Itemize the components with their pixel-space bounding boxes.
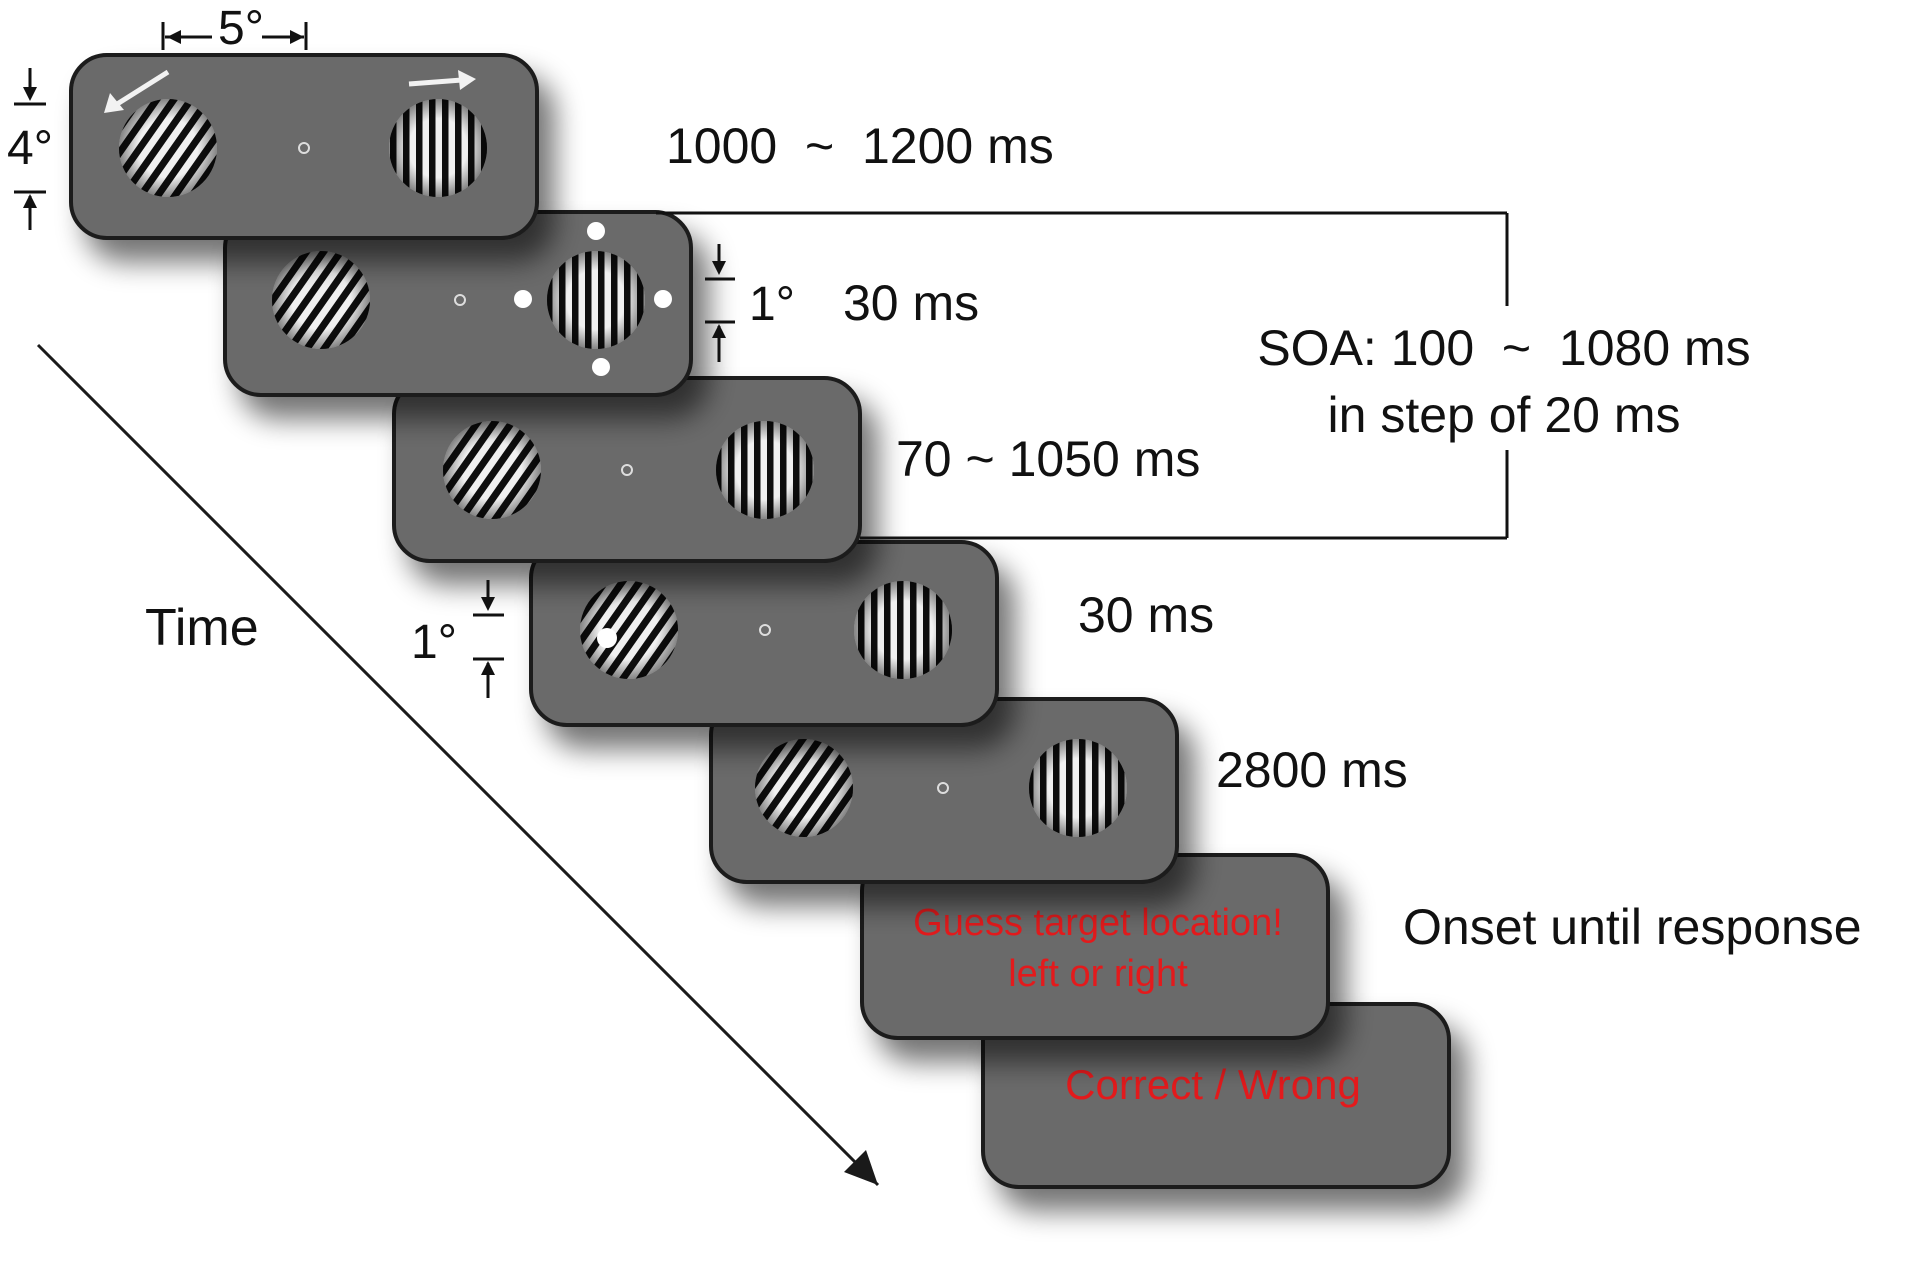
prompt-line1: Guess target location! [913, 902, 1283, 944]
duration-frame-2: 30 ms [843, 275, 979, 331]
frame-4 [529, 540, 999, 727]
frame-response-prompt: Guess target location! left or right [860, 853, 1330, 1040]
duration-frame-4: 30 ms [1078, 587, 1214, 643]
fixation-point [298, 142, 310, 154]
cue-dot-top [587, 222, 605, 240]
prompt-line2: left or right [1008, 953, 1188, 995]
duration-frame-6: Onset until response [1403, 899, 1862, 955]
dimension-probe: 1° [411, 580, 504, 698]
dimension-vertical: 4° [7, 68, 53, 230]
motion-arrow-left [104, 69, 170, 113]
duration-frame-1: 1000 ~ 1200 ms [666, 118, 1054, 174]
probe-dot [597, 628, 617, 648]
fixation-point [454, 294, 466, 306]
time-label: Time [145, 599, 259, 657]
soa-bracket: SOA: 100 ~ 1080 ms in step of 20 ms [656, 211, 1751, 540]
fixation-point [937, 782, 949, 794]
fixation-point [759, 624, 771, 636]
dimension-horizontal-label: 5° [218, 2, 264, 55]
dimension-cue-label: 1° [749, 278, 795, 331]
frame-5 [709, 697, 1179, 884]
dimension-cue: 1° [705, 244, 795, 362]
cue-dot-bottom [592, 358, 610, 376]
cue-dot-right [654, 290, 672, 308]
frame-1 [69, 53, 539, 240]
feedback-text: Correct / Wrong [1065, 1061, 1361, 1108]
soa-label: SOA: 100 ~ 1080 ms [1257, 320, 1750, 376]
dimension-vertical-label: 4° [7, 122, 53, 175]
frame-feedback: Correct / Wrong [981, 1002, 1451, 1189]
frame-3 [392, 376, 862, 563]
motion-arrow-right [408, 70, 476, 90]
soa-step-label: in step of 20 ms [1328, 387, 1681, 443]
duration-frame-3: 70 ~ 1050 ms [896, 431, 1200, 487]
dimension-horizontal: 5° [161, 2, 308, 55]
frame-2 [223, 210, 693, 397]
fixation-point [621, 464, 633, 476]
time-arrow [36, 343, 880, 1187]
dimension-probe-label: 1° [411, 616, 457, 669]
cue-dot-left [514, 290, 532, 308]
time-arrow-head [844, 1150, 878, 1185]
duration-frame-5: 2800 ms [1216, 742, 1408, 798]
